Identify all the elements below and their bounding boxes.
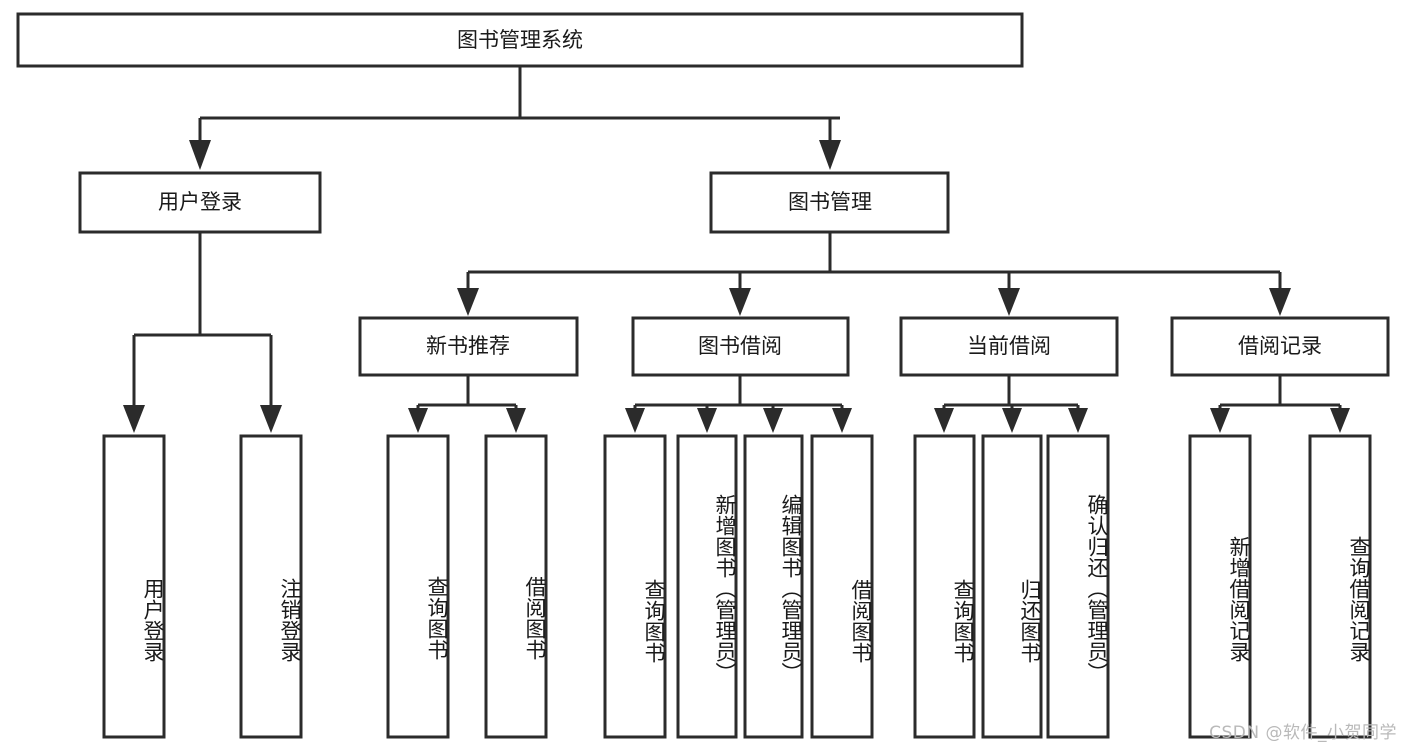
leaf-box-borrow-book-rec[interactable] [484, 434, 548, 739]
edges-current-borrow-to-leaves [934, 375, 1088, 433]
arrow-book-borrow [729, 288, 751, 316]
book-borrow-label: 图书借阅 [698, 334, 782, 358]
edges-book-borrow-to-leaves [625, 375, 852, 433]
edges-book-manage-to-level3 [457, 232, 1291, 316]
node-book-manage[interactable]: 图书管理 [709, 171, 950, 234]
arrow-leaf-add-record [1210, 408, 1230, 433]
current-borrow-label: 当前借阅 [967, 334, 1051, 358]
root-box[interactable] [16, 12, 1024, 68]
root-label: 图书管理系统 [457, 28, 583, 52]
arrow-leaf-add-book [697, 408, 717, 433]
leaf-box-user-login[interactable] [102, 434, 166, 739]
leaf-box-query-book-rec[interactable] [386, 434, 450, 739]
leaf-box-query-book-cur[interactable] [913, 434, 976, 739]
edges-new-book-rec-to-leaves [408, 375, 526, 433]
node-borrow-record[interactable]: 借阅记录 [1170, 316, 1390, 377]
arrow-leaf-borrow-book [832, 408, 852, 433]
arrow-leaf-edit-book [763, 408, 783, 433]
arrow-leaf-borrow-book-rec [506, 408, 526, 433]
node-new-book-rec[interactable]: 新书推荐 [358, 316, 579, 377]
user-login-box[interactable] [78, 171, 322, 234]
new-book-rec-box[interactable] [358, 316, 579, 377]
arrow-leaf-query-book-rec [408, 408, 428, 433]
edges-borrow-record-to-leaves [1210, 375, 1350, 433]
leaf-box-edit-book[interactable] [743, 434, 804, 739]
leaf-box-user-logout[interactable] [239, 434, 303, 739]
arrow-leaf-query-record [1330, 408, 1350, 433]
arrow-leaf-query-book-borrow [625, 408, 645, 433]
book-manage-box[interactable] [709, 171, 950, 234]
arrow-leaf-confirm-return [1068, 408, 1088, 433]
edges-user-login-to-leaves [123, 232, 282, 433]
borrow-record-box[interactable] [1170, 316, 1390, 377]
leaf-box-query-record[interactable] [1308, 434, 1372, 739]
arrow-borrow-record [1269, 288, 1291, 316]
watermark-text: CSDN @软件_小贺同学 [1209, 723, 1397, 743]
leaf-box-confirm-return[interactable] [1046, 434, 1110, 739]
book-manage-label: 图书管理 [788, 190, 872, 214]
leaf-box-query-book-borrow[interactable] [603, 434, 667, 739]
arrow-leaf-return-book [1002, 408, 1022, 433]
node-current-borrow[interactable]: 当前借阅 [899, 316, 1119, 377]
current-borrow-box[interactable] [899, 316, 1119, 377]
arrow-leaf-query-book-cur [934, 408, 954, 433]
edges-root-to-level2 [189, 66, 841, 170]
arrow-leaf-user-logout [260, 405, 282, 433]
leaf-boxes [102, 434, 1372, 739]
leaf-box-borrow-book[interactable] [810, 434, 874, 739]
arrow-user-login [189, 140, 211, 170]
node-book-borrow[interactable]: 图书借阅 [631, 316, 850, 377]
node-root[interactable]: 图书管理系统 [16, 12, 1024, 68]
leaf-box-add-book[interactable] [676, 434, 738, 739]
new-book-rec-label: 新书推荐 [426, 334, 510, 358]
user-login-label: 用户登录 [158, 190, 242, 214]
borrow-record-label: 借阅记录 [1238, 334, 1322, 358]
arrow-leaf-user-login [123, 405, 145, 433]
book-borrow-box[interactable] [631, 316, 850, 377]
arrow-new-book-rec [457, 288, 479, 316]
arrow-book-manage [819, 140, 841, 170]
leaf-box-return-book[interactable] [981, 434, 1043, 739]
arrow-current-borrow [998, 288, 1020, 316]
node-user-login[interactable]: 用户登录 [78, 171, 322, 234]
leaf-box-add-record[interactable] [1188, 434, 1252, 739]
